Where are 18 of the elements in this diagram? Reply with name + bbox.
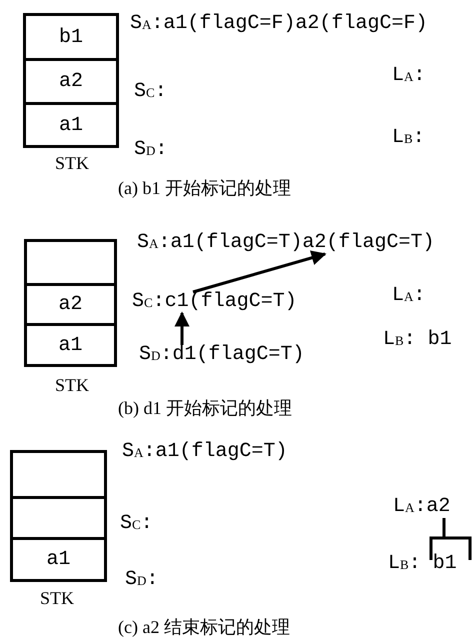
caption: (c) a2 结束标记的处理	[118, 616, 290, 639]
arrow	[192, 250, 326, 294]
caption: (a) b1 开始标记的处理	[118, 177, 291, 200]
stack-cell: b1	[23, 13, 119, 61]
stack-label: STK	[40, 588, 74, 609]
tree-connector	[430, 516, 472, 562]
stack-cell: a2	[23, 58, 119, 105]
stack-cell	[10, 450, 107, 499]
stack-label: STK	[55, 153, 90, 174]
stack-cell: a1	[23, 102, 119, 148]
stack-cell: a1	[10, 537, 107, 582]
stack-cell: a2	[24, 283, 117, 326]
stack-label: STK	[55, 375, 90, 396]
stack-cell	[10, 496, 107, 540]
arrow	[174, 312, 190, 345]
caption: (b) d1 开始标记的处理	[118, 397, 292, 420]
stack-cell	[24, 239, 117, 286]
stack-cell: a1	[24, 323, 117, 367]
